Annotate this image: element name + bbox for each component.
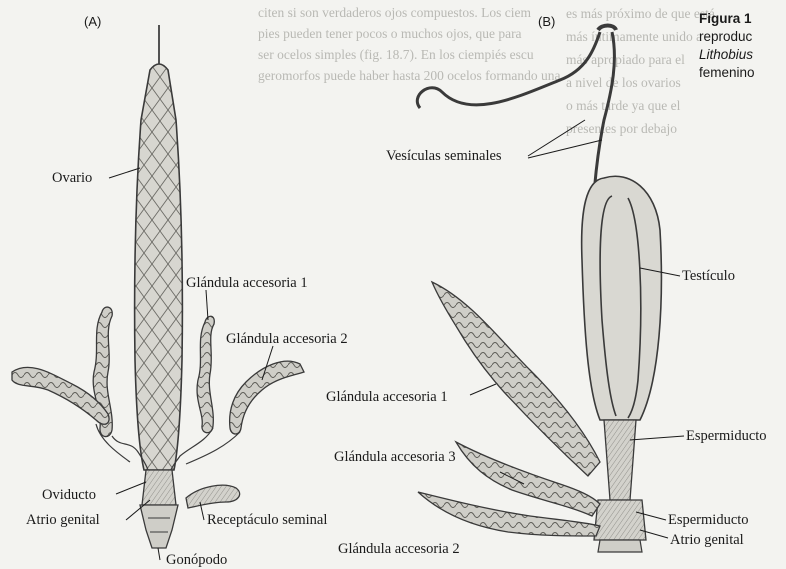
male-accessory-gland-1 [432, 282, 600, 476]
seminal-vesicle-1 [417, 32, 600, 108]
label-oviducto: Oviducto [42, 487, 96, 503]
leader-glandula-1-b [470, 384, 496, 395]
testicle-capsule [582, 176, 662, 420]
leader-ovario [109, 168, 140, 178]
accessory-gland-2-right [230, 361, 304, 434]
leader-gonopodo [158, 548, 160, 560]
caption-line-4: femenino [699, 64, 786, 82]
label-receptaculo-seminal: Receptáculo seminal [207, 512, 327, 528]
caption-line-3: Lithobius [699, 46, 786, 64]
male-reproductive-system [417, 26, 661, 553]
label-glandula-accesoria-2-a: Glándula accesoria 2 [226, 331, 348, 347]
label-ovario: Ovario [52, 170, 92, 186]
ovary [135, 64, 183, 470]
label-testiculo: Testículo [682, 268, 735, 284]
panel-label-a: (A) [84, 14, 101, 29]
seminal-vesicle-loop [598, 26, 616, 31]
leader-glandula-1-a [206, 290, 208, 320]
label-glandula-accesoria-1-a: Glándula accesoria 1 [186, 275, 308, 291]
label-glandula-accesoria-1-b: Glándula accesoria 1 [326, 389, 448, 405]
genital-atrium [594, 500, 646, 540]
figure-caption: Figura 1 reproduc Lithobius femenino [699, 10, 786, 82]
oviduct-and-atrium [142, 470, 176, 505]
label-espermiducto-1: Espermiducto [686, 428, 767, 444]
panel-label-b: (B) [538, 14, 555, 29]
sperm-duct [604, 420, 636, 500]
label-glandula-accesoria-3: Glándula accesoria 3 [334, 449, 456, 465]
label-atrio-genital-a: Atrio genital [26, 512, 100, 528]
caption-line-2: reproduc [699, 28, 786, 46]
label-atrio-genital-b: Atrio genital [670, 532, 744, 548]
male-gonopod [598, 540, 642, 552]
gonopod [140, 505, 178, 548]
label-espermiducto-2: Espermiducto [668, 512, 749, 528]
caption-title: Figura 1 [699, 10, 786, 28]
label-vesiculas-seminales: Vesículas seminales [386, 148, 502, 164]
label-glandula-accesoria-2-b: Glándula accesoria 2 [338, 541, 460, 557]
seminal-receptacle [186, 485, 240, 508]
label-gonopodo: Gonópodo [166, 552, 227, 568]
accessory-gland-1-right [197, 316, 214, 433]
leader-oviducto [116, 482, 146, 494]
leader-espermiducto-1 [630, 436, 684, 440]
